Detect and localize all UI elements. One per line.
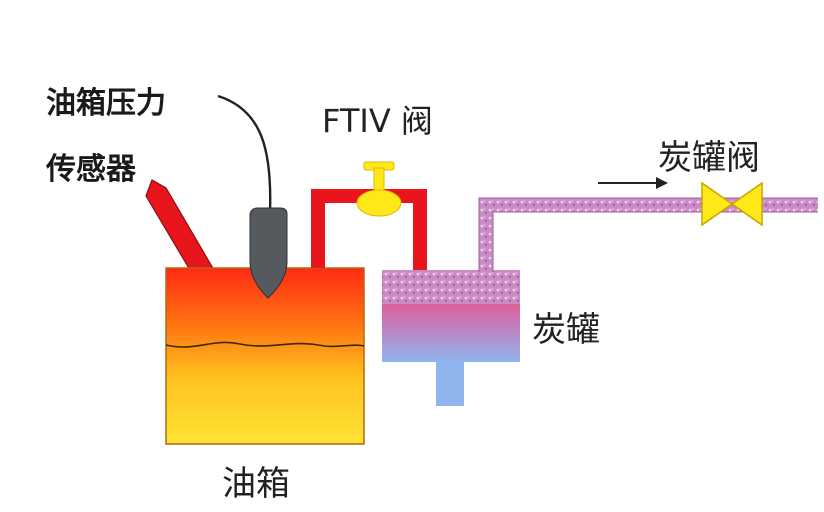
sensor-leader-line [217, 94, 272, 213]
sensor-label-line1: 油箱压力 [46, 86, 166, 121]
fuel-level-line [165, 341, 365, 348]
sensor-label-line2: 传感器 [46, 152, 136, 187]
flow-arrow [598, 177, 668, 189]
pressure-sensor [249, 207, 288, 299]
canister-valve-label: 炭罐阀 [658, 138, 760, 178]
filler-neck [145, 179, 216, 271]
canister-label: 炭罐 [532, 310, 600, 350]
fuel-tank [165, 267, 365, 445]
canister-outlet [436, 362, 464, 406]
tank-label: 油箱 [222, 464, 290, 504]
canister-vapor-layer [382, 270, 520, 304]
ftiv-valve [356, 161, 402, 217]
purge-pipe [479, 198, 818, 272]
canister-valve [701, 181, 763, 227]
ftiv-valve-label: FTIV 阀 [322, 102, 433, 140]
